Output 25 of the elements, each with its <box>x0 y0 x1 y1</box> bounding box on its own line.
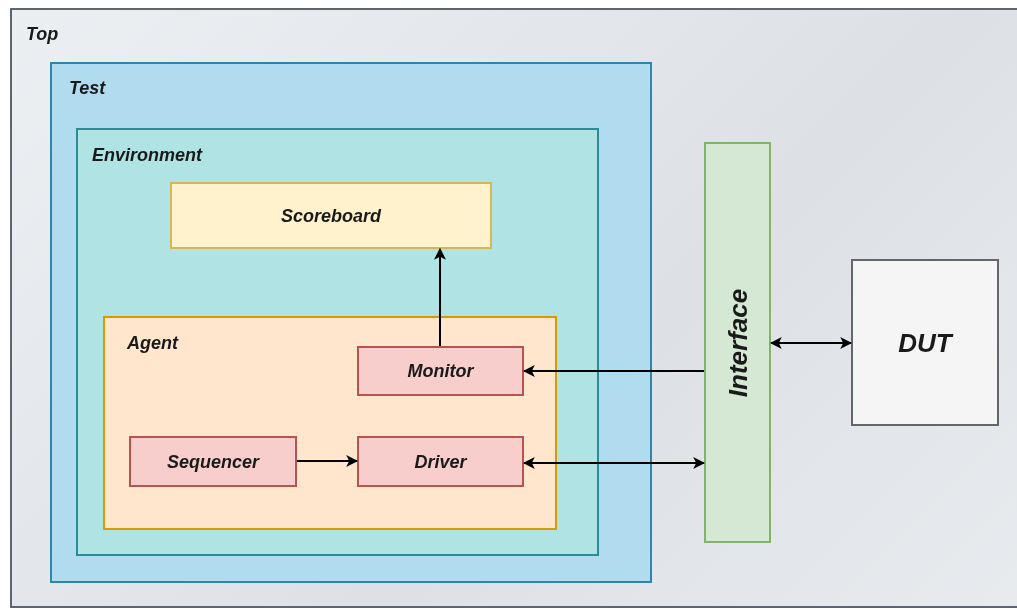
arrow <box>434 247 446 347</box>
dut-box <box>851 259 999 426</box>
container-title: Environment <box>92 145 202 166</box>
vertical-label: Interface <box>722 288 753 397</box>
box-label: Sequencer <box>167 451 259 472</box>
monitor-box <box>357 346 524 396</box>
container-title: Test <box>69 78 106 99</box>
driver-box <box>357 436 524 487</box>
box-label: DUT <box>898 327 952 358</box>
arrow <box>522 365 705 377</box>
container-title: Agent <box>127 333 178 354</box>
sequencer-box <box>129 436 297 487</box>
box-label: Driver <box>414 451 467 472</box>
box-label: Scoreboard <box>281 205 381 226</box>
environment-container <box>76 128 599 556</box>
scoreboard-box <box>170 182 492 249</box>
arrow <box>769 337 853 349</box>
container-title: Top <box>26 24 59 45</box>
top-frame <box>10 8 1017 608</box>
arrow <box>522 457 706 469</box>
box-label: Monitor <box>407 360 474 382</box>
arrow <box>296 455 359 467</box>
agent-container <box>103 316 557 530</box>
interface-bar <box>704 142 771 543</box>
test-container <box>50 62 652 583</box>
